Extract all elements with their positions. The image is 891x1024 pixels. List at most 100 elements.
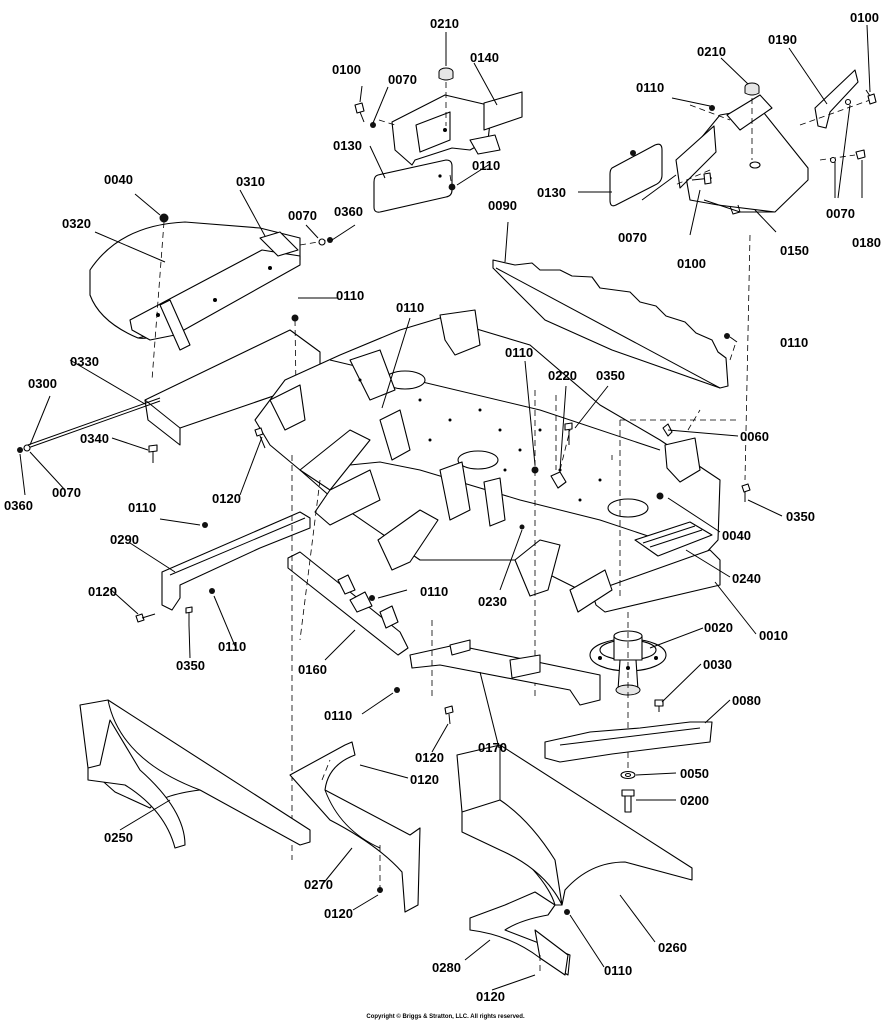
label-0350-c: 0350 <box>176 658 205 673</box>
bolt-0100-right-top <box>865 89 877 105</box>
label-0120-e: 0120 <box>324 906 353 921</box>
label-0130-a: 0130 <box>333 138 362 153</box>
label-0150: 0150 <box>780 243 809 258</box>
label-0020: 0020 <box>704 620 733 635</box>
bolt-0120-mid <box>444 705 454 725</box>
label-0090: 0090 <box>488 198 517 213</box>
label-0280: 0280 <box>432 960 461 975</box>
label-0110-h: 0110 <box>218 639 246 654</box>
blade-0080 <box>544 721 713 763</box>
label-0040-a: 0040 <box>104 172 133 187</box>
label-0250: 0250 <box>104 830 133 845</box>
label-0100-b: 0100 <box>850 10 879 25</box>
bolt-0350-side <box>185 606 193 625</box>
baffle-0280 <box>469 891 571 976</box>
bolt-0180 <box>855 149 866 160</box>
cap-0210-right <box>744 82 760 96</box>
label-0300: 0300 <box>28 376 57 391</box>
belt-guard-plate-right <box>609 143 663 207</box>
label-0110-a: 0110 <box>472 158 500 173</box>
label-0110-b: 0110 <box>636 80 664 95</box>
belt-guard-plate-left <box>373 159 453 213</box>
label-0340: 0340 <box>80 431 109 446</box>
label-0240: 0240 <box>732 571 761 586</box>
bolt-0120-side <box>135 613 156 623</box>
label-0070-d: 0070 <box>288 208 317 223</box>
belt-guard-left <box>391 91 523 166</box>
label-0070-c: 0070 <box>826 206 855 221</box>
label-0100-a: 0100 <box>332 62 361 77</box>
label-0120-a: 0120 <box>212 491 241 506</box>
label-0170: 0170 <box>478 740 507 755</box>
label-0120-b: 0120 <box>88 584 117 599</box>
label-0110-g: 0110 <box>128 500 156 515</box>
label-0110-k: 0110 <box>604 963 632 978</box>
copyright-notice: Copyright © Briggs & Stratton, LLC. All … <box>366 1014 525 1020</box>
label-0310: 0310 <box>236 174 265 189</box>
bolt-0060 <box>662 423 673 437</box>
label-0360-b: 0360 <box>4 498 33 513</box>
label-0350-a: 0350 <box>596 368 625 383</box>
chute-bracket-0310 <box>129 231 301 351</box>
label-0060: 0060 <box>740 429 769 444</box>
label-0330: 0330 <box>70 354 99 369</box>
label-0120-d: 0120 <box>410 772 439 787</box>
label-0110-c: 0110 <box>336 288 364 303</box>
label-0050: 0050 <box>680 766 709 781</box>
bracket-0170 <box>409 639 601 706</box>
baffle-0260 <box>456 744 693 906</box>
label-0100-c: 0100 <box>677 256 706 271</box>
label-0140-a: 0140 <box>470 50 499 65</box>
label-0130-b: 0130 <box>537 185 566 200</box>
mower-deck-0010 <box>254 309 721 613</box>
nut-0040-left <box>159 213 169 223</box>
bracket-0160 <box>287 551 409 656</box>
label-0200: 0200 <box>680 793 709 808</box>
label-0260: 0260 <box>658 940 687 955</box>
label-0290: 0290 <box>110 532 139 547</box>
bracket-0190 <box>814 69 859 129</box>
baffle-0250 <box>79 699 311 849</box>
label-0230: 0230 <box>478 594 507 609</box>
rod-0300 <box>24 397 161 450</box>
label-0070-a: 0070 <box>388 72 417 87</box>
bolt-0350-right <box>741 483 751 502</box>
label-0190: 0190 <box>768 32 797 47</box>
label-0350-b: 0350 <box>786 509 815 524</box>
side-angle-0290 <box>161 511 311 611</box>
label-0210-b: 0210 <box>697 44 726 59</box>
label-0180: 0180 <box>852 235 881 250</box>
bolt-0350-center <box>564 422 573 445</box>
label-0010: 0010 <box>759 628 788 643</box>
leader-lines <box>19 24 871 991</box>
bolt-0100-left <box>354 102 365 123</box>
label-0070-e: 0070 <box>52 485 81 500</box>
label-0030: 0030 <box>703 657 732 672</box>
washer-0050 <box>620 770 636 780</box>
label-0360-a: 0360 <box>334 204 363 219</box>
bolt-0030 <box>654 699 664 712</box>
label-0160: 0160 <box>298 662 327 677</box>
belt-guard-right <box>675 94 809 215</box>
label-0110-j: 0110 <box>324 708 352 723</box>
label-0110-e: 0110 <box>505 345 533 360</box>
label-0080: 0080 <box>732 693 761 708</box>
label-0120-c: 0120 <box>415 750 444 765</box>
label-0110-d: 0110 <box>396 300 424 315</box>
label-0070-b: 0070 <box>618 230 647 245</box>
baffle-0090 <box>492 259 729 389</box>
label-0220: 0220 <box>548 368 577 383</box>
baffle-0270 <box>289 741 421 913</box>
bolt-0100-right <box>691 172 713 185</box>
bolt-0340 <box>148 444 158 463</box>
cap-0210-left <box>438 67 454 81</box>
part-labels: 0210 0140 0100 0070 0130 0110 0210 0190 … <box>4 10 881 1004</box>
label-0210-a: 0210 <box>430 16 459 31</box>
label-0120-f: 0120 <box>476 989 505 1004</box>
label-0110-i: 0110 <box>420 584 448 599</box>
label-0110-f: 0110 <box>780 335 808 350</box>
label-0270: 0270 <box>304 877 333 892</box>
spacer-0220 <box>550 471 567 489</box>
label-0320: 0320 <box>62 216 91 231</box>
